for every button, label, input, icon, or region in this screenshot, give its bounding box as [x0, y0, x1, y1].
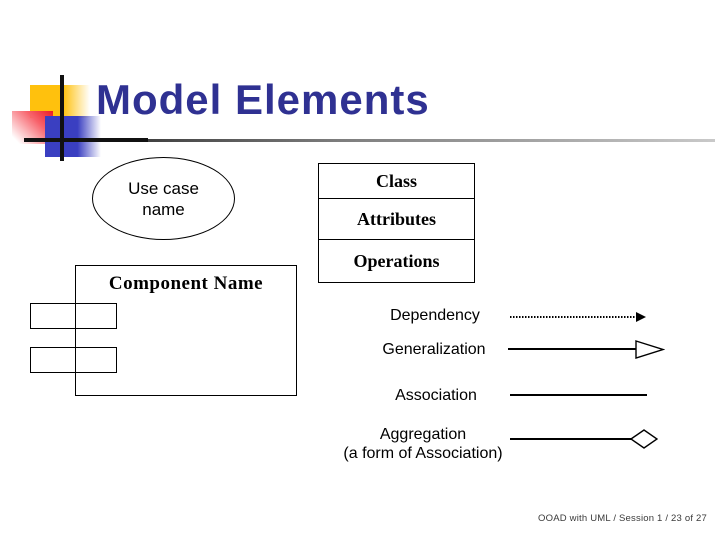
- aggregation-line: [510, 438, 632, 440]
- logo-blue-square: [45, 116, 101, 157]
- aggregation-label-block: Aggregation (a form of Association): [327, 425, 519, 463]
- class-attributes-compartment: Attributes: [319, 198, 474, 239]
- generalization-label: Generalization: [382, 341, 486, 358]
- dependency-label: Dependency: [390, 307, 480, 324]
- association-label: Association: [395, 387, 477, 404]
- component-tab-top: [30, 303, 117, 329]
- component-tab-bottom: [30, 347, 117, 373]
- generalization-triangle-icon: [635, 340, 665, 359]
- generalization-line: [508, 348, 637, 350]
- association-line: [510, 394, 647, 396]
- aggregation-diamond-icon: [630, 429, 658, 449]
- title-underline-rule: [30, 139, 715, 142]
- slide-title: Model Elements: [96, 76, 430, 123]
- footer-slide-info: OOAD with UML / Session 1 / 23 of 27: [538, 513, 707, 524]
- aggregation-label: Aggregation: [379, 426, 467, 443]
- class-box: Class Attributes Operations: [318, 163, 475, 283]
- logo-vertical-line: [60, 75, 64, 161]
- component-label: Component Name: [108, 273, 264, 294]
- class-operations-compartment: Operations: [319, 239, 474, 282]
- use-case-label-line1: Use case: [128, 178, 199, 198]
- logo-horizontal-line: [24, 138, 148, 142]
- use-case-ellipse: Use case name: [92, 157, 235, 240]
- aggregation-sublabel: (a form of Association): [343, 445, 503, 462]
- dependency-arrow-icon: [636, 312, 646, 322]
- use-case-label-line2: name: [142, 199, 185, 219]
- class-name-compartment: Class: [375, 170, 417, 191]
- component-box: Component Name: [75, 265, 297, 396]
- dependency-line: [510, 316, 637, 318]
